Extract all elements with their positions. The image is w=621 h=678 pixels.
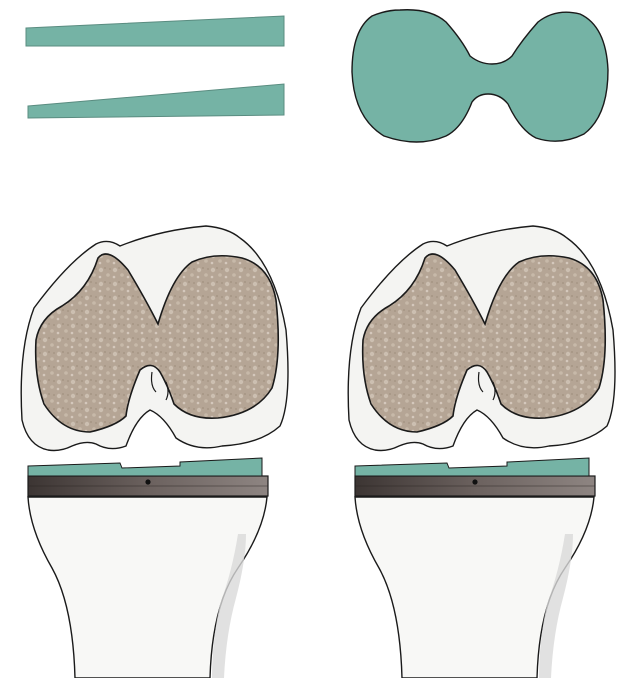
wedge-spacer-lower (28, 84, 284, 118)
knee-right (348, 226, 615, 678)
tibial-insert-outline (352, 10, 608, 142)
wedge-spacer-upper (26, 16, 284, 46)
knee-left (21, 226, 288, 678)
